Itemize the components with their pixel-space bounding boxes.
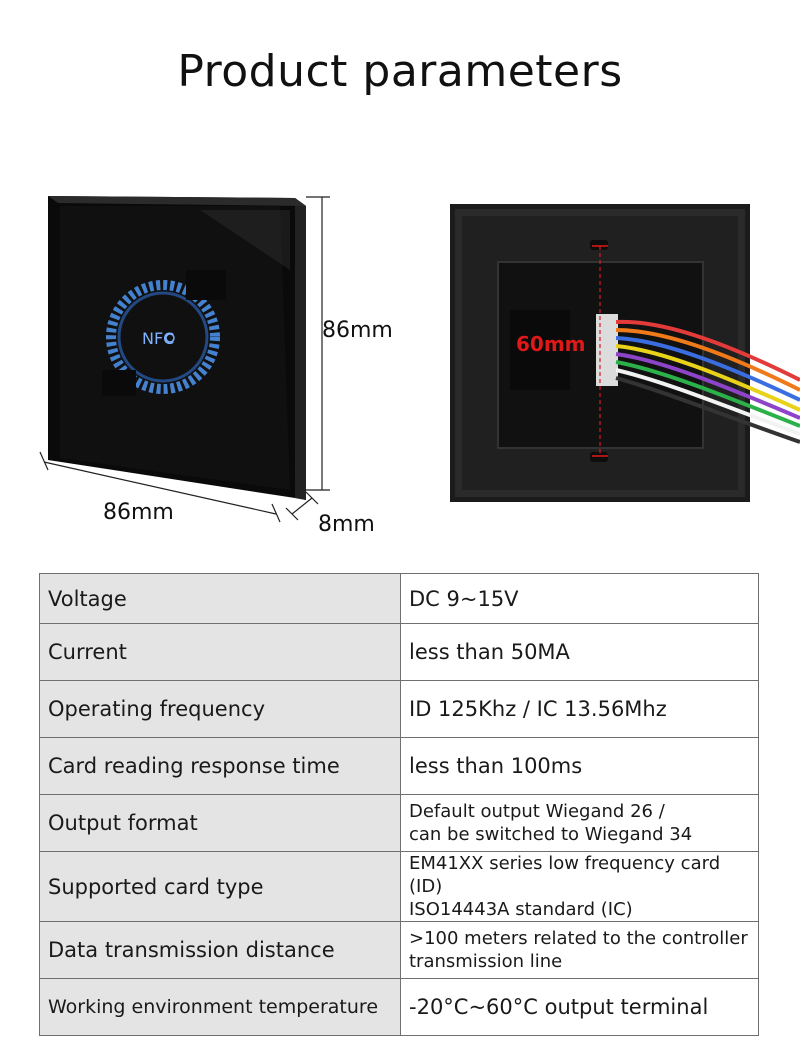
table-row: Data transmission distance >100 meters r… (39, 921, 759, 979)
table-row: Current less than 50MA (39, 623, 759, 681)
width-dimension: 86mm (103, 500, 174, 525)
parameters-table: Voltage DC 9~15V Current less than 50MA … (39, 573, 759, 1036)
table-row: Working environment temperature -20°C~60… (39, 978, 759, 1036)
depth-dimension: 8mm (318, 512, 375, 537)
param-value: EM41XX series low frequency card (ID) IS… (400, 851, 759, 922)
param-label: Output format (39, 794, 401, 852)
table-row: Supported card type EM41XX series low fr… (39, 851, 759, 922)
param-value: less than 100ms (400, 737, 759, 795)
front-dimension-lines (39, 196, 330, 523)
page-title: Product parameters (177, 46, 623, 97)
param-value: ID 125Khz / IC 13.56Mhz (400, 680, 759, 738)
param-label: Operating frequency (39, 680, 401, 738)
table-row: Card reading response time less than 100… (39, 737, 759, 795)
param-value: >100 meters related to the controller tr… (400, 921, 759, 979)
param-value-line: Default output Wiegand 26 / (409, 801, 665, 822)
table-row: Operating frequency ID 125Khz / IC 13.56… (39, 680, 759, 738)
height-dimension: 86mm (322, 318, 393, 343)
back-panel (450, 204, 800, 502)
table-row: Output format Default output Wiegand 26 … (39, 794, 759, 852)
param-value: DC 9~15V (400, 573, 759, 624)
param-value-line: ISO14443A standard (IC) (409, 899, 633, 920)
param-value: -20°C~60°C output terminal (400, 978, 759, 1036)
param-label: Data transmission distance (39, 921, 401, 979)
param-value-line: can be switched to Wiegand 34 (409, 824, 693, 845)
param-label: Supported card type (39, 851, 401, 922)
param-label: Current (39, 623, 401, 681)
param-label: Voltage (39, 573, 401, 624)
nfc-logo: NFC (142, 329, 174, 348)
product-illustration: NFC (39, 196, 800, 523)
param-value-line: transmission line (409, 951, 563, 972)
wire-bundle (615, 319, 800, 444)
param-value: Default output Wiegand 26 / can be switc… (400, 794, 759, 852)
front-panel: NFC (48, 196, 306, 500)
param-value-line: EM41XX series low frequency card (ID) (409, 853, 721, 897)
param-label: Working environment temperature (39, 978, 401, 1036)
nfc-ring (102, 270, 226, 396)
table-row: Voltage DC 9~15V (39, 573, 759, 624)
param-value: less than 50MA (400, 623, 759, 681)
param-label: Card reading response time (39, 737, 401, 795)
product-figure: NFC (0, 170, 800, 550)
hole-spacing-dimension: 60mm (516, 332, 586, 356)
param-value-line: >100 meters related to the controller (409, 928, 748, 949)
